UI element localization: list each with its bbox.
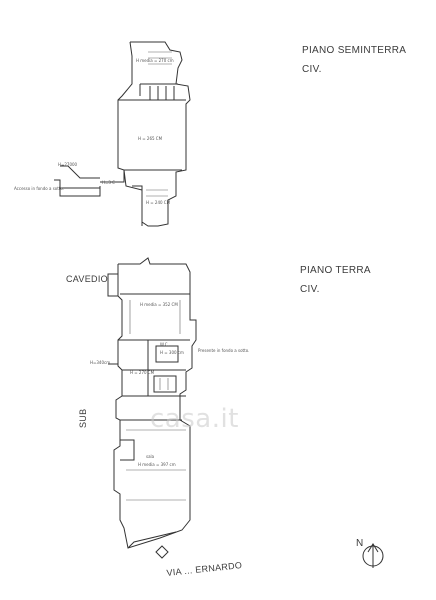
room-label: H = 270 CM [130,370,155,375]
room-label: W.C. [160,342,169,347]
room-label: H media = 352 CM [140,302,178,307]
room-label: H media = 270 cm [136,58,174,63]
room-label: H = 240 CM [146,200,171,205]
note-label: H=27000 [58,162,78,167]
note-label: H=340cm [90,360,111,365]
watermark: casa.it [150,404,239,434]
upper-plan-civ: CIV. [302,64,322,75]
room-label: sala [146,454,155,459]
upper-plan-title: PIANO SEMINTERRA [302,45,407,56]
note-label: H=3 C [102,180,115,185]
sub-label: SUB [78,408,88,428]
lower-plan-title: PIANO TERRA [300,265,371,276]
cavedio-label: CAVEDIO [66,274,108,284]
north-arrow-icon [362,543,384,568]
lower-plan-outline [107,257,197,549]
lower-plan-civ: CIV. [300,284,320,295]
north-label: N [356,538,364,549]
note-label: Presente in fondo a sotto. [198,348,250,353]
room-label: H = 300 cm [160,350,184,355]
room-label: H media = 397 cm [138,462,176,467]
upper-plan-outline [54,41,191,227]
note-label: Accesso in fondo a sotto. [14,186,65,191]
room-label: H = 265 CM [138,136,163,141]
